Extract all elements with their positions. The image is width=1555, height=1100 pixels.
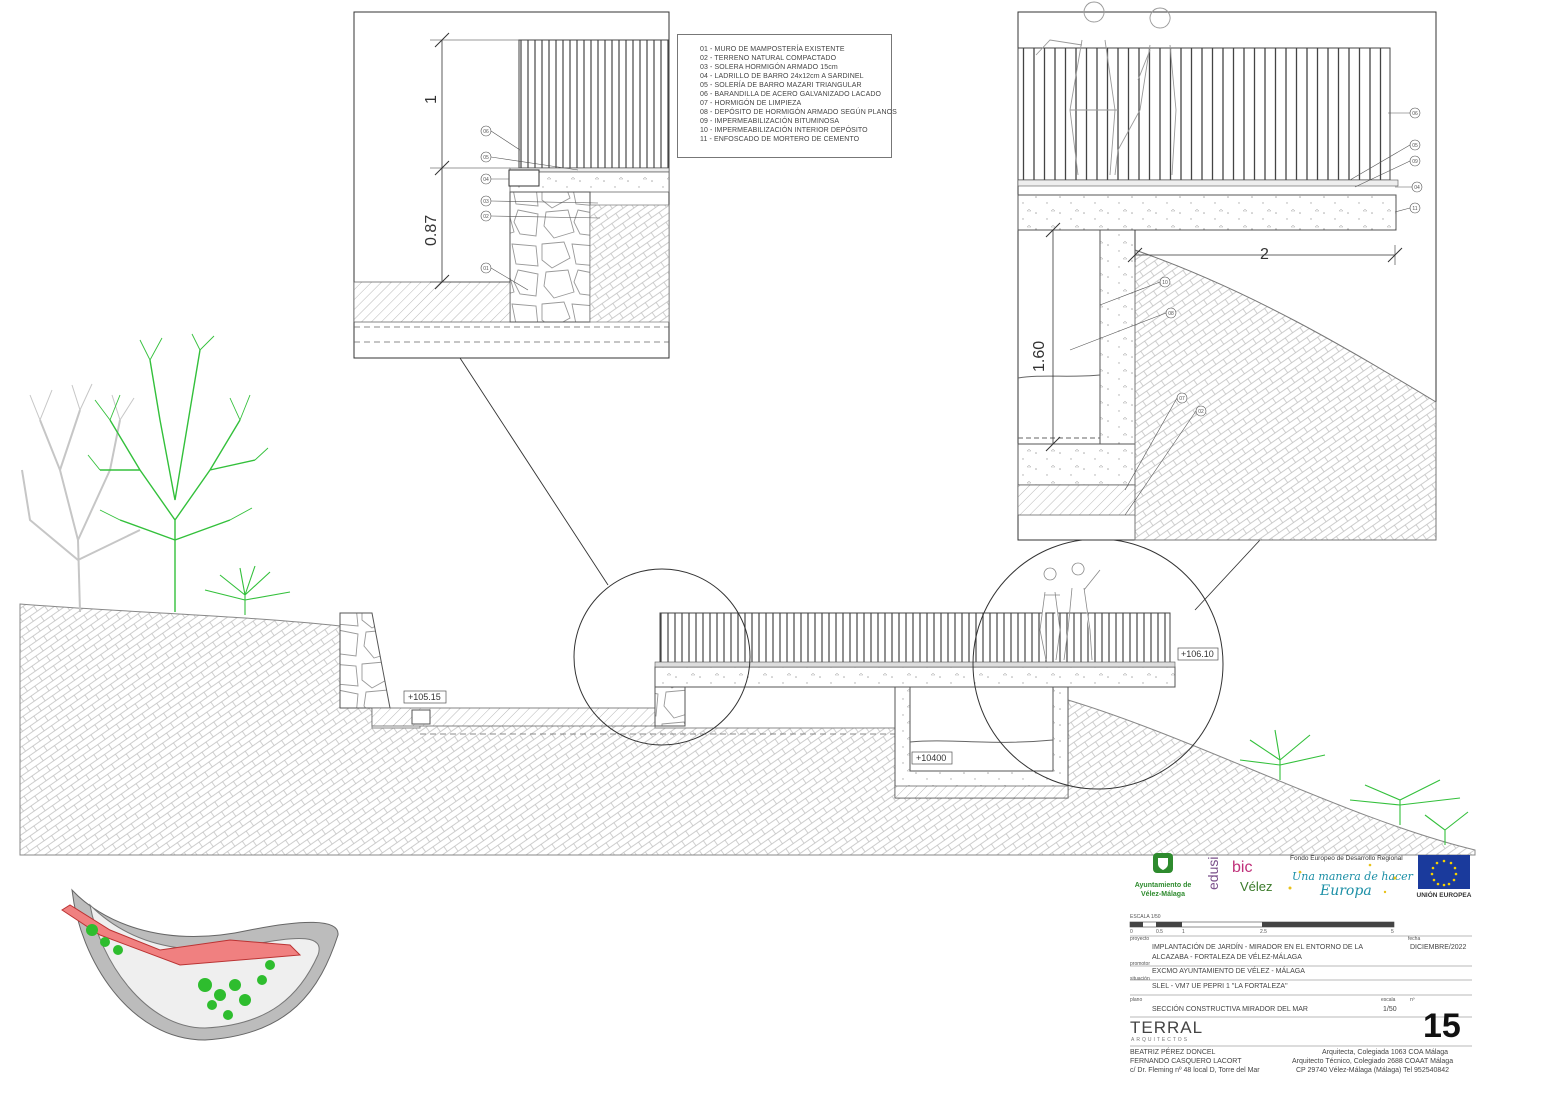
callout-right-05: 05 xyxy=(1412,143,1418,149)
plano-label: plano xyxy=(1130,997,1143,1003)
project-line1: IMPLANTACIÓN DE JARDÍN - MIRADOR EN EL E… xyxy=(1152,944,1364,951)
callout-right-08: 08 xyxy=(1168,311,1174,317)
dim-left-bottom: 0.87 xyxy=(423,215,440,246)
stars-icon xyxy=(1288,863,1397,894)
address: c/ Dr. Fleming nº 48 local D, Torre del … xyxy=(1130,1067,1260,1074)
grey-tree xyxy=(21,383,141,613)
feder-title: Fondo Europeo de Desarrollo Regional xyxy=(1290,855,1403,862)
firm-name: TERRAL xyxy=(1130,1018,1204,1037)
bic-logo-text: bic xyxy=(1232,859,1252,876)
elevation-tag-upper xyxy=(1177,647,1219,661)
callout-right-10: 10 xyxy=(1162,280,1168,286)
people-silhouette xyxy=(1039,562,1101,661)
legend-item: 06 - BARANDILLA DE ACERO GALVANIZADO LAC… xyxy=(700,91,882,98)
legend-item: 08 - DEPÓSITO DE HORMIGÓN ARMADO SEGÚN P… xyxy=(700,109,897,116)
dim-left-top: 1 xyxy=(423,95,440,104)
credit-1: Arquitecta, Colegiada 1063 COA Málaga xyxy=(1322,1049,1449,1056)
scale-tick-5: 5 xyxy=(1391,929,1394,935)
detail-left xyxy=(353,11,670,359)
leader-left xyxy=(459,357,609,586)
detail-right xyxy=(1017,1,1437,541)
legend-item: 04 - LADRILLO DE BARRO 24x12cm A SARDINE… xyxy=(700,73,864,80)
step-block xyxy=(411,709,431,725)
legend-item: 10 - IMPERMEABILIZACIÓN INTERIOR DEPÓSIT… xyxy=(700,127,868,134)
plan-title: SECCIÓN CONSTRUCTIVA MIRADOR DEL MAR xyxy=(1152,1006,1308,1013)
callout-left-02: 02 xyxy=(483,214,489,220)
legend-item: 07 - HORMIGÓN DE LIMPIEZA xyxy=(700,100,802,107)
ayuntamiento-line1: Ayuntamiento de xyxy=(1135,882,1192,889)
callout-right-02: 02 xyxy=(1198,409,1204,415)
callout-left-06: 06 xyxy=(483,129,489,135)
legend-item: 11 - ENFOSCADO DE MORTERO DE CEMENTO xyxy=(700,136,860,143)
shrub-left xyxy=(204,565,291,615)
scale-bar xyxy=(1129,921,1395,928)
callout-left-04: 04 xyxy=(483,177,489,183)
callout-right-06: 06 xyxy=(1412,111,1418,117)
legend-item: 03 - SOLERA HORMIGÓN ARMADO 15cm xyxy=(700,64,838,71)
legend-item: 01 - MURO DE MAMPOSTERÍA EXISTENTE xyxy=(700,46,845,53)
railing xyxy=(659,612,1171,664)
sheet-number: 15 xyxy=(1423,1007,1461,1045)
callout-right-07: 07 xyxy=(1179,396,1185,402)
project-line2: ALCAZABA - FORTALEZA DE VÉLEZ-MÁLAGA xyxy=(1152,954,1302,961)
scale-tick-0: 0 xyxy=(1130,929,1133,935)
scale-value: 1/50 xyxy=(1383,1006,1397,1013)
legend-item: 09 - IMPERMEABILIZACIÓN BITUMINOSA xyxy=(700,118,840,125)
deck-top xyxy=(654,661,1176,668)
legend-item: 05 - SOLERÍA DE BARRO MAZARI TRIANGULAR xyxy=(700,82,862,89)
materials-legend: 01 - MURO DE MAMPOSTERÍA EXISTENTE 02 - … xyxy=(677,34,897,158)
legend-item: 02 - TERRENO NATURAL COMPACTADO xyxy=(700,55,837,62)
date-value: DICIEMBRE/2022 xyxy=(1410,944,1467,951)
credit-3: CP 29740 Vélez-Málaga (Málaga) Tel 95254… xyxy=(1296,1067,1450,1074)
firm-subtitle: ARQUITECTOS xyxy=(1131,1037,1190,1043)
situacion-value: SLEL - VM7 UE PEPRI 1 "LA FORTALEZA" xyxy=(1152,983,1288,990)
numero-label: nº xyxy=(1410,997,1415,1003)
dim-right-height: 1.60 xyxy=(1031,341,1048,372)
edusi-logo-text: edusi xyxy=(1205,857,1221,890)
shrubs-right xyxy=(1239,729,1469,845)
callout-left-01: 01 xyxy=(483,266,489,272)
site-plan-thumbnail xyxy=(61,888,339,1041)
fecha-label: fecha xyxy=(1408,936,1421,942)
elevation-tag-tank xyxy=(911,751,953,765)
author-1: BEATRIZ PÉREZ DONCEL xyxy=(1130,1049,1216,1056)
leader-right xyxy=(1194,539,1261,611)
eu-label: UNIÓN EUROPEA xyxy=(1417,890,1472,899)
title-block-lines xyxy=(1130,935,1472,1047)
callout-left-05: 05 xyxy=(483,155,489,161)
proyecto-label: proyecto xyxy=(1130,936,1150,942)
tank-base xyxy=(894,785,1069,799)
masonry-wall xyxy=(339,612,391,709)
feder-slogan-1: Una manera de hacer xyxy=(1292,870,1414,883)
green-tree xyxy=(87,333,269,612)
velez-logo-text: Vélez xyxy=(1240,879,1273,894)
dim-right-width: 2 xyxy=(1260,246,1269,263)
scale-tick-25: 2.5 xyxy=(1260,929,1267,935)
elevation-tank: +10400 xyxy=(916,753,946,763)
scale-tick-1: 1 xyxy=(1182,929,1185,935)
situacion-label: situación xyxy=(1130,976,1150,982)
elevation-upper: +106.10 xyxy=(1181,649,1214,659)
eu-flag-icon xyxy=(1418,855,1470,889)
promotor-value: EXCMO AYUNTAMIENTO DE VÉLEZ - MÁLAGA xyxy=(1152,968,1305,975)
ayuntamiento-line2: Vélez-Málaga xyxy=(1141,891,1185,898)
callout-left-03: 03 xyxy=(483,199,489,205)
callout-right-11: 11 xyxy=(1412,206,1417,212)
credit-2: Arquitecto Técnico, Colegiado 2688 COAAT… xyxy=(1292,1058,1454,1065)
water-line xyxy=(909,739,1054,743)
elevation-lower: +105.15 xyxy=(408,692,441,702)
detail-circle-left xyxy=(573,568,751,746)
promotor-label: promotor xyxy=(1130,961,1151,967)
callout-right-09: 09 xyxy=(1412,159,1418,165)
escala-label-2: escala xyxy=(1381,997,1396,1003)
callout-right-04: 04 xyxy=(1414,185,1420,191)
feder-slogan-2: Europa xyxy=(1319,883,1372,899)
logo-ayuntamiento xyxy=(1153,853,1173,873)
scale-tick-05: 0.5 xyxy=(1156,929,1163,935)
elevation-tag-lower xyxy=(403,690,447,704)
escala-label: ESCALA 1/50 xyxy=(1130,914,1161,920)
author-2: FERNANDO CASQUERO LACORT xyxy=(1130,1058,1242,1065)
deck-slab xyxy=(654,666,1176,688)
